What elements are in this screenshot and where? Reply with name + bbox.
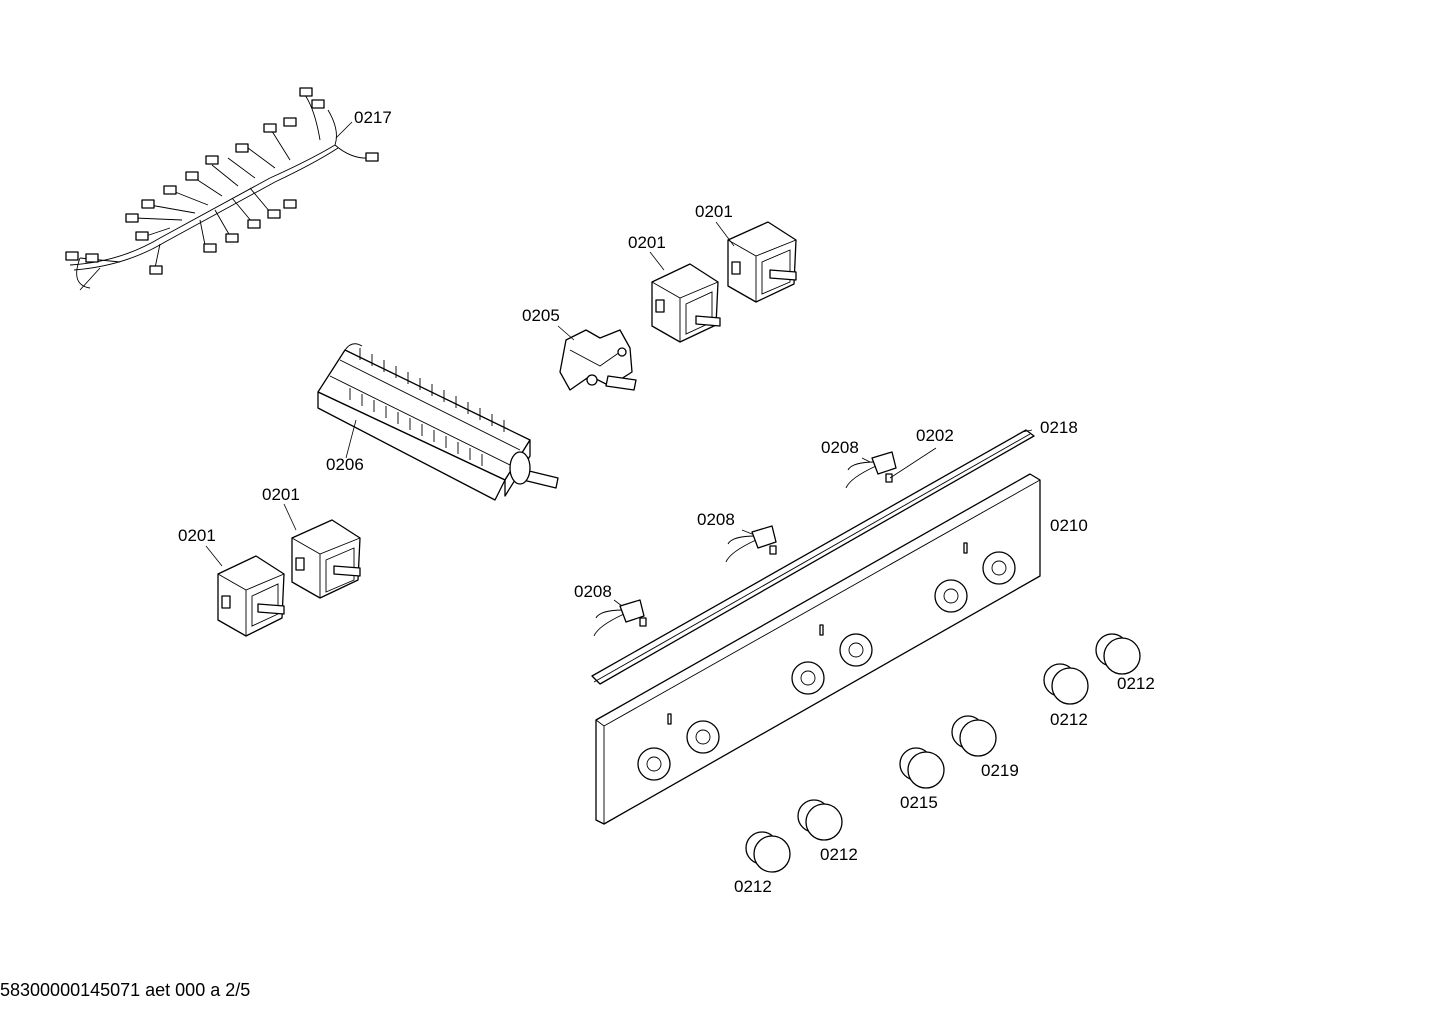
label-switch-top-left: 0201 (628, 233, 666, 252)
leader-lines (205, 121, 1033, 607)
knob-e (797, 799, 843, 841)
control-panel (595, 473, 1041, 825)
label-knob-b: 0212 (1050, 710, 1088, 729)
microswitch-top (845, 451, 897, 489)
knob-d (899, 747, 945, 789)
knob-a (1095, 633, 1141, 675)
microswitch-mid (725, 525, 777, 563)
callout-labels: 0217 0201 0201 0205 0206 0201 0201 0208 … (178, 108, 1155, 896)
switch-module-a (651, 263, 721, 343)
knob-b (1043, 663, 1089, 705)
selector-switch (559, 329, 637, 391)
label-switch-bottom-right: 0201 (262, 485, 300, 504)
label-strip: 0218 (1040, 418, 1078, 437)
microswitch-low (593, 599, 647, 637)
switch-module-d (217, 555, 285, 637)
label-panel: 0210 (1050, 516, 1088, 535)
label-switch-top-right: 0201 (695, 202, 733, 221)
label-bracket: 0202 (916, 426, 954, 445)
label-harness: 0217 (354, 108, 392, 127)
knob-f (745, 831, 791, 873)
switch-module-c (291, 519, 361, 599)
trim-strip (591, 429, 1035, 685)
label-micro-mid: 0208 (697, 510, 735, 529)
switch-module-b (727, 221, 797, 303)
label-knob-a: 0212 (1117, 674, 1155, 693)
label-knob-c: 0219 (981, 761, 1019, 780)
label-knob-f: 0212 (734, 877, 772, 896)
label-micro-top: 0208 (821, 438, 859, 457)
label-knob-d: 0215 (900, 793, 938, 812)
label-knob-e: 0212 (820, 845, 858, 864)
wiring-harness (65, 87, 379, 291)
label-micro-low: 0208 (574, 582, 612, 601)
switch-block (317, 343, 559, 501)
knob-c (951, 715, 997, 757)
label-selector: 0205 (522, 306, 560, 325)
label-switch-block: 0206 (326, 455, 364, 474)
drawing-reference: 58300000145071 aet 000 a 2/5 (0, 980, 251, 1000)
label-switch-bottom-left: 0201 (178, 526, 216, 545)
